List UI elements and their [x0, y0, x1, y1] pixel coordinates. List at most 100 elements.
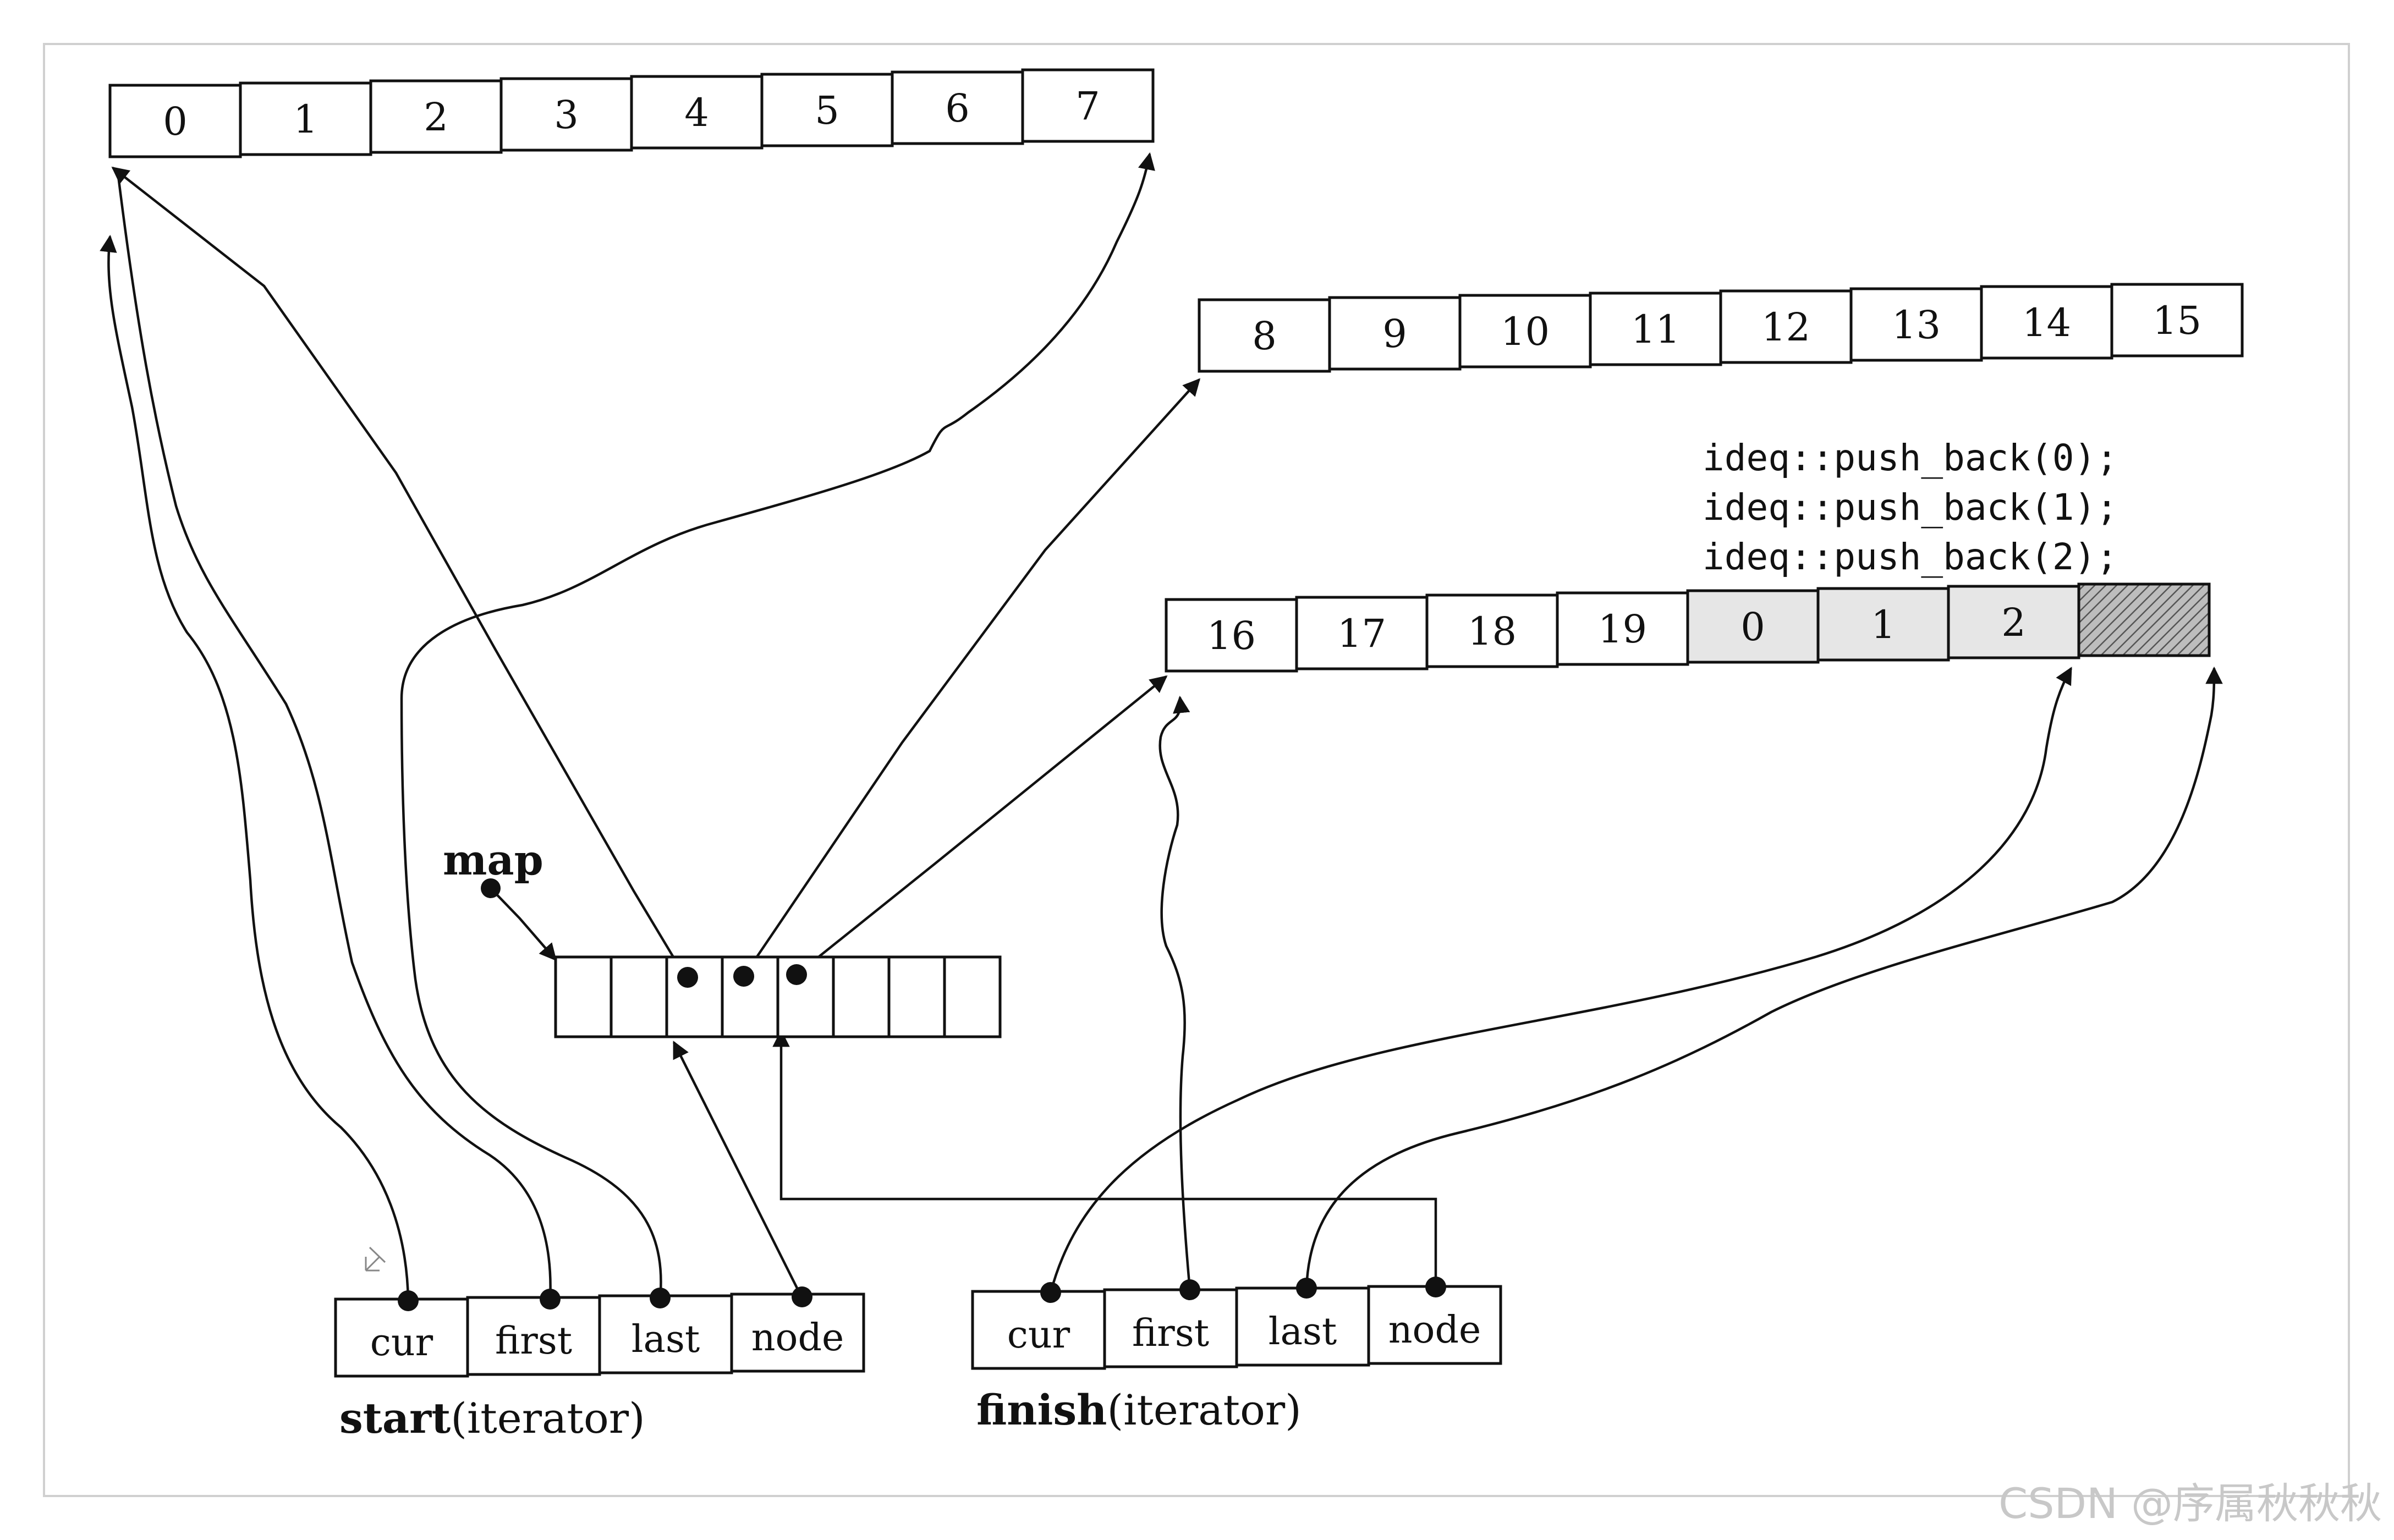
map-slot-5: [832, 955, 891, 1038]
start-first-wire: [117, 175, 552, 1301]
code-line-1: ideq::push_back(1);: [1703, 486, 2118, 529]
buffer-0-cell-1-label: 1: [293, 97, 318, 142]
map-slot-1: [610, 955, 668, 1038]
code-line-0: ideq::push_back(0);: [1703, 437, 2118, 479]
finish-last-dot: [1296, 1278, 1317, 1299]
map-node0-arrow: [111, 167, 686, 977]
buffer-2-cell-3-label: 19: [1598, 607, 1647, 652]
start-last-dot: [650, 1288, 671, 1308]
buffer-0-cell-2-label: 2: [424, 95, 448, 140]
finish-node-wire: [772, 1029, 1437, 1288]
map-slot-4: [776, 955, 835, 1038]
finish-field-node-label: node: [1388, 1308, 1481, 1352]
watermark: CSDN @序属秋秋秋: [1998, 1479, 2382, 1528]
start-node-dot: [792, 1286, 812, 1307]
finish-iterator: cur first last node finish(iterator): [971, 1285, 1502, 1434]
buffer-0-cell-0-label: 0: [163, 99, 188, 144]
finish-iterator-suffix: (iterator): [1107, 1385, 1301, 1434]
map-label: map: [443, 835, 543, 884]
code-line-2: ideq::push_back(2);: [1703, 536, 2118, 578]
buffer-1-cell-7-label: 15: [2153, 298, 2201, 343]
buffer-1-cell-0-label: 8: [1252, 314, 1277, 359]
buffer-2-cell-7: [2077, 582, 2211, 657]
map-node1-arrow: [743, 378, 1201, 977]
finish-node-dot: [1425, 1277, 1446, 1297]
buffer-0-cell-7-label: 7: [1075, 84, 1100, 129]
buffer-0-cell-3-label: 3: [554, 92, 579, 138]
buffer-2-cell-3: [1556, 591, 1689, 666]
start-node-wire: [672, 1041, 804, 1299]
buffer-0-cell-6-label: 6: [945, 86, 970, 131]
buffer-1-cell-7: [2110, 283, 2244, 358]
start-iterator-fields: cur first last node: [334, 1292, 865, 1378]
map-pointer-dot: [481, 878, 501, 898]
finish-first-dot: [1179, 1279, 1200, 1300]
start-iterator-caption: start(iterator): [339, 1394, 645, 1443]
map-structure: map: [443, 835, 1002, 1038]
buffer-2-cell-1-label: 17: [1337, 611, 1386, 656]
start-field-node-label: node: [751, 1316, 844, 1360]
start-iterator: cur first last node start(iterator): [334, 1292, 865, 1443]
buffer-1-cell-4: [1719, 289, 1853, 364]
map-node1-dot: [733, 966, 754, 987]
buffer-2-cell-5-label: 1: [1871, 602, 1896, 647]
start-field-last-label: last: [632, 1318, 700, 1361]
buffer-0-cell-5: [760, 73, 894, 147]
finish-field-node: [1367, 1285, 1502, 1365]
buffer-2-cell-1: [1295, 596, 1429, 670]
start-field-first-label: first: [495, 1319, 572, 1363]
finish-cur-dot: [1040, 1282, 1061, 1303]
finish-field-last: [1235, 1286, 1370, 1367]
start-cur-dot: [398, 1290, 419, 1311]
map-node2-arrow: [795, 675, 1168, 976]
buffer-2-cell-2-label: 18: [1468, 609, 1517, 654]
buffer-2-cell-0-label: 16: [1207, 613, 1256, 658]
buffer-0-cell-5-label: 5: [815, 88, 839, 133]
finish-field-cur: [971, 1290, 1106, 1370]
map-node2-dot: [786, 964, 807, 985]
buffer-2-cell-4-label: 0: [1740, 604, 1765, 650]
buffer-1-cell-5-label: 13: [1892, 302, 1941, 348]
pointer-wires: [100, 152, 2223, 1301]
finish-field-first-label: first: [1132, 1312, 1209, 1355]
buffer-2-cell-5: [1816, 587, 1950, 662]
buffer-1-cell-1: [1328, 296, 1462, 371]
finish-field-cur-label: cur: [1007, 1313, 1070, 1357]
finish-cur-wire: [1049, 667, 2072, 1293]
buffer-0-cell-7: [1021, 68, 1155, 143]
buffer-0-cell-0: [108, 84, 242, 158]
finish-iterator-name: finish: [976, 1385, 1107, 1434]
start-field-cur-label: cur: [370, 1321, 433, 1365]
buffer-1-cell-2: [1458, 294, 1592, 369]
map-array: [554, 955, 1002, 1038]
buffer-0-cell-1: [239, 81, 372, 156]
buffer-0-cell-6: [891, 70, 1024, 145]
buffer-2-cell-4: [1686, 589, 1820, 664]
buffer-1-cell-6-label: 14: [2022, 300, 2071, 345]
buffer-0-cell-4-label: 4: [684, 90, 709, 135]
code-block: ideq::push_back(0); ideq::push_back(1); …: [1703, 437, 2118, 578]
buffer-1-cell-2-label: 10: [1501, 309, 1550, 354]
pointer-dots: [398, 964, 1446, 1311]
buffer-0: 0 1 2 3 4 5 6 7: [108, 68, 1155, 158]
buffer-1-cell-3-label: 11: [1631, 307, 1680, 352]
buffer-0-cell-2: [369, 79, 503, 154]
map-slot-6: [887, 955, 946, 1038]
buffer-1-cell-5: [1849, 287, 1983, 362]
finish-field-last-label: last: [1269, 1310, 1337, 1354]
buffer-2-cell-0: [1165, 598, 1298, 673]
finish-first-wire: [1158, 695, 1191, 1290]
start-last-wire: [400, 152, 1155, 1300]
finish-iterator-caption: finish(iterator): [976, 1385, 1302, 1434]
finish-iterator-fields: cur first last node: [971, 1285, 1502, 1370]
resize-icon: [365, 1246, 386, 1272]
outer-frame: [43, 43, 2350, 1497]
buffer-1-cell-0: [1198, 298, 1331, 373]
start-iterator-name: start: [339, 1394, 451, 1443]
buffer-0-cell-3: [499, 77, 633, 152]
buffer-1-cell-6: [1980, 285, 2113, 360]
map-slot-2: [665, 955, 724, 1038]
